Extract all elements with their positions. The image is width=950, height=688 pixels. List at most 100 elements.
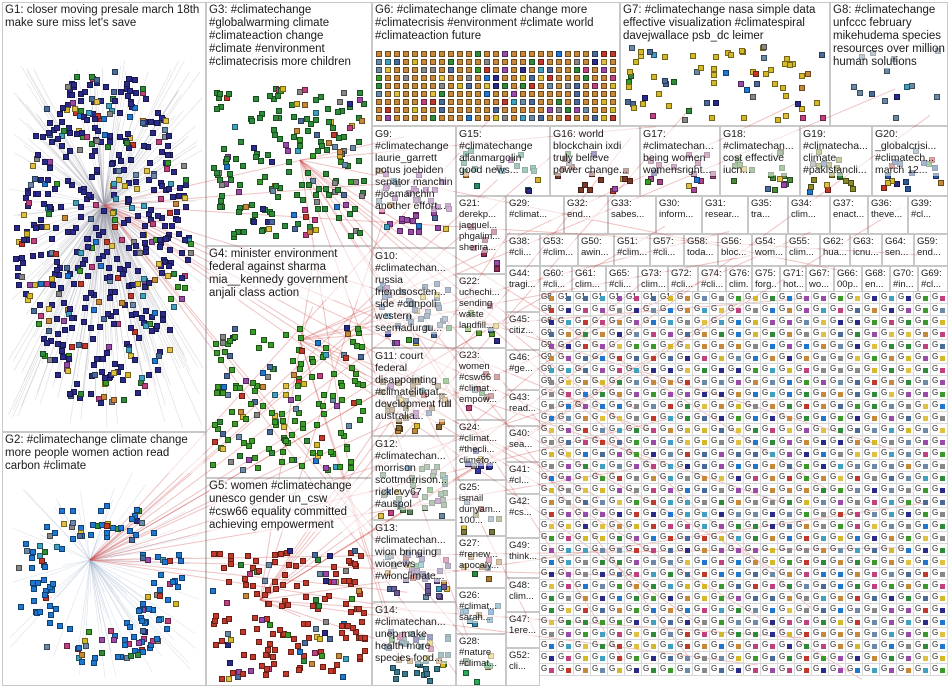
graph-node	[906, 320, 911, 325]
small-group-cell: G	[914, 292, 931, 304]
graph-node	[283, 332, 289, 338]
graph-node	[376, 59, 382, 65]
small-group-cell: G	[778, 556, 795, 568]
small-group-cell: G	[931, 364, 948, 376]
small-group-cell: G	[642, 400, 659, 412]
graph-node	[421, 83, 427, 89]
graph-node	[162, 223, 168, 229]
graph-node	[736, 572, 741, 577]
graph-node	[889, 548, 894, 553]
graph-node	[690, 53, 696, 59]
graph-node	[566, 296, 571, 301]
graph-node	[511, 99, 517, 105]
graph-node	[85, 244, 91, 250]
small-group-cell: G	[676, 652, 693, 664]
graph-node	[940, 512, 945, 517]
graph-node	[69, 92, 75, 98]
graph-node	[566, 308, 571, 313]
small-group-cell: G9	[540, 376, 557, 388]
graph-node	[617, 668, 622, 673]
graph-node	[146, 280, 152, 286]
small-group-cell: G	[625, 556, 642, 568]
graph-node	[333, 571, 339, 577]
graph-node	[302, 87, 308, 93]
small-group-cell: G	[659, 520, 676, 532]
graph-node	[111, 321, 117, 327]
small-group-cell: G	[574, 664, 591, 676]
small-group-label: G	[864, 328, 870, 337]
graph-node	[328, 668, 334, 674]
small-group-label: G	[592, 652, 598, 661]
small-group-cell: G	[574, 436, 591, 448]
graph-node	[787, 308, 792, 313]
graph-node	[29, 555, 35, 561]
small-group-label: G	[694, 412, 700, 421]
graph-node	[40, 351, 46, 357]
small-group-cell: G	[846, 616, 863, 628]
graph-node	[556, 99, 562, 105]
graph-node	[787, 632, 792, 637]
graph-node	[872, 392, 877, 397]
graph-node	[323, 352, 329, 358]
small-group-cell: G	[863, 580, 880, 592]
graph-node	[804, 428, 809, 433]
group-g44-label: G44: tragi...	[509, 268, 537, 290]
small-group-label: G	[915, 316, 921, 325]
small-group-cell: G	[931, 472, 948, 484]
small-group-cell: G	[625, 664, 642, 676]
small-group-label: G	[830, 364, 836, 373]
small-group-cell: G	[914, 352, 931, 364]
small-group-cell: G	[812, 664, 829, 676]
graph-node	[820, 115, 826, 121]
graph-node	[96, 256, 102, 262]
graph-node	[617, 332, 622, 337]
small-group-cell: G	[778, 508, 795, 520]
graph-node	[430, 75, 436, 81]
graph-node	[547, 91, 553, 97]
small-group-label: G	[762, 484, 768, 493]
group-g43-label: G43: read...	[509, 392, 537, 414]
small-group-label: G	[830, 484, 836, 493]
group-g1-nodes	[3, 3, 205, 431]
graph-node	[906, 392, 911, 397]
small-group-label: G	[626, 400, 632, 409]
graph-node	[21, 212, 27, 218]
graph-node	[906, 344, 911, 349]
graph-node	[279, 459, 285, 465]
graph-node	[685, 500, 690, 505]
small-group-cell: G	[846, 496, 863, 508]
graph-node	[343, 656, 349, 662]
graph-node	[617, 380, 622, 385]
small-group-cell: G	[591, 616, 608, 628]
graph-node	[583, 356, 588, 361]
small-group-label: G	[915, 556, 921, 565]
small-group-label: G	[847, 448, 853, 457]
graph-node	[359, 118, 365, 124]
small-group-label: G	[847, 592, 853, 601]
group-g35-label: G35: tra...	[751, 198, 785, 220]
graph-node	[283, 671, 289, 677]
graph-node	[736, 596, 741, 601]
graph-node	[702, 332, 707, 337]
graph-node	[218, 357, 224, 363]
graph-node	[291, 212, 297, 218]
graph-node	[292, 226, 298, 232]
small-group-label: G	[796, 376, 802, 385]
graph-node	[107, 133, 113, 139]
graph-node	[940, 548, 945, 553]
graph-node	[940, 584, 945, 589]
small-group-label: G	[745, 484, 751, 493]
small-group-cell: G	[608, 388, 625, 400]
small-group-label: G	[745, 352, 751, 361]
small-group-cell: G	[557, 364, 574, 376]
group-g17-panel: G17: #climatechan... being women womensr…	[640, 126, 720, 196]
small-group-cell: G	[659, 580, 676, 592]
small-group-cell: G	[846, 508, 863, 520]
small-group-label: G	[728, 388, 734, 397]
graph-node	[105, 311, 111, 317]
small-group-cell: G	[591, 532, 608, 544]
graph-node	[279, 411, 285, 417]
small-group-cell: G	[727, 460, 744, 472]
small-group-cell: G	[846, 448, 863, 460]
small-group-label: G	[881, 472, 887, 481]
